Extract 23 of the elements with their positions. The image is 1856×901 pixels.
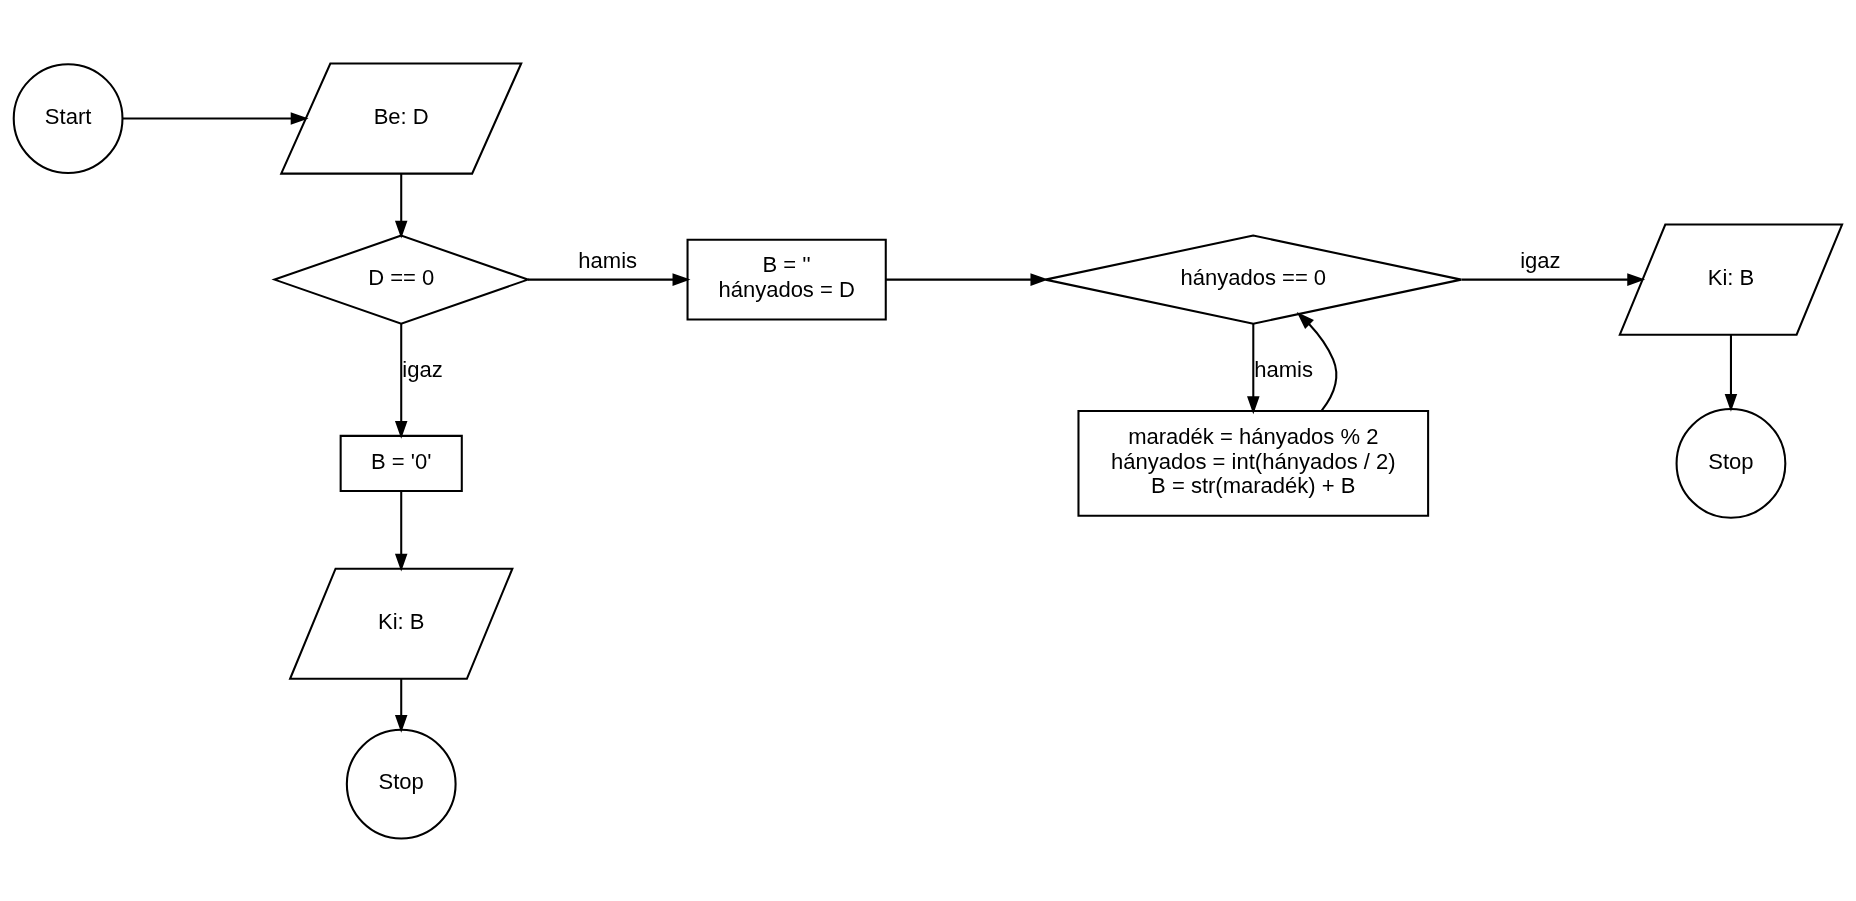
arrow <box>527 272 691 286</box>
arrow <box>394 490 408 572</box>
edge-label: igaz <box>1520 247 1561 273</box>
arrow <box>1247 323 1260 414</box>
arrow <box>394 678 408 733</box>
arrow <box>1296 311 1338 411</box>
node-diamond: D == 0 <box>271 233 531 325</box>
arrow <box>1724 334 1738 412</box>
node-box: B = '' hányados = D <box>686 238 887 321</box>
node-box: B = '0' <box>339 434 463 492</box>
edge-label: igaz <box>402 356 443 382</box>
arrow <box>394 323 408 439</box>
node-circle: Start <box>12 62 124 174</box>
node-circle: Stop <box>345 728 457 839</box>
arrow <box>1461 272 1646 286</box>
node-circle: Stop <box>1675 407 1787 519</box>
arrow <box>394 173 408 239</box>
arrow <box>886 272 1049 286</box>
node-box: maradék = hányados % 2 hányados = int(hányados / 2) B = str(maradék) + B <box>1077 409 1430 517</box>
node-diamond: hányados == 0 <box>1044 234 1463 325</box>
arrow <box>122 111 309 125</box>
edge-label: hamis <box>578 247 638 273</box>
edge-label: hamis <box>1254 356 1313 382</box>
